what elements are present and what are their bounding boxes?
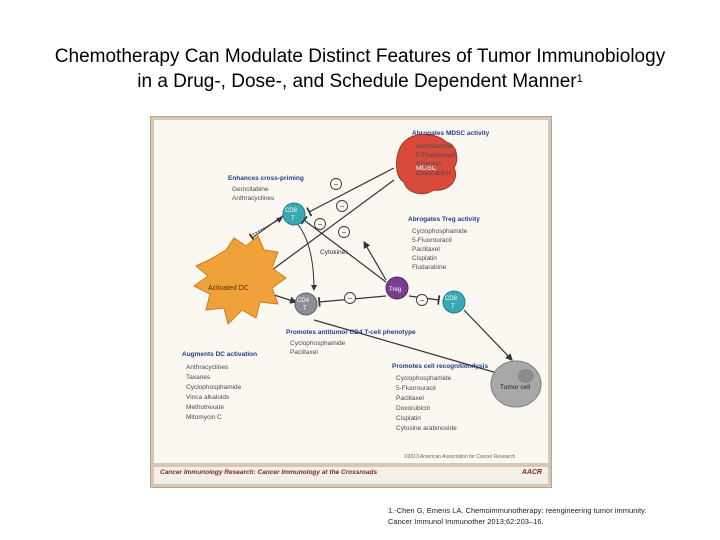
- activated-dc-cell: [194, 236, 286, 324]
- group-dc-item: Anthracyclines: [186, 364, 229, 371]
- group-dc-heading: Augments DC activation: [182, 351, 257, 358]
- copyright-notice: ©2013 American Association for Cancer Re…: [404, 453, 515, 460]
- group-mdsc-item: 5-Fluorouracil: [416, 152, 456, 159]
- slide-title-line-2-text: in a Drug-, Dose-, and Schedule Dependen…: [137, 71, 576, 92]
- citation: 1.-Chen G, Emens LA. Chemoimmunotherapy:…: [388, 505, 718, 527]
- group-treg-item: Paclitaxel: [412, 246, 440, 253]
- group-cross-priming-heading: Enhances cross-priming: [228, 175, 304, 182]
- aacr-logo: AACR: [522, 469, 542, 476]
- group-treg-heading: Abrogates Treg activity: [408, 216, 480, 223]
- group-cd4: Promotes antitumor CD4 T-cell phenotype …: [286, 329, 416, 356]
- immunobiology-figure: MDSC Activated DC CD8 T CD4 T Treg CD8 T…: [150, 116, 552, 488]
- figure-diagram: MDSC Activated DC CD8 T CD4 T Treg CD8 T…: [154, 120, 548, 463]
- cd4-label-a: CD4: [297, 298, 310, 304]
- group-cross-priming-item: Gemcitabine: [232, 186, 269, 193]
- group-cross-priming: Enhances cross-priming Gemcitabine Anthr…: [228, 175, 304, 202]
- minus-sign-4: −: [348, 294, 353, 303]
- treg-label: Treg: [389, 287, 401, 293]
- minus-sign-6: −: [342, 228, 347, 237]
- cd8-left-label-a: CD8: [285, 208, 298, 214]
- group-dc-item: Cyclophosphamide: [186, 384, 242, 391]
- group-recognition-item: Cisplatin: [396, 415, 421, 422]
- cytokines-label: Cytokines: [320, 249, 349, 256]
- minus-sign-2: −: [340, 202, 345, 211]
- slide-title-line-1: Chemotherapy Can Modulate Distinct Featu…: [0, 44, 720, 69]
- edge-cd8-dc: [252, 215, 284, 238]
- cd4-label-b: T: [303, 306, 307, 312]
- group-dc-item: Vinca alkaloids: [186, 394, 230, 401]
- tumor-cell-label: Tumor cell: [500, 384, 531, 391]
- group-cd4-heading: Promotes antitumor CD4 T-cell phenotype: [286, 329, 416, 336]
- group-treg-item: Fludarabine: [412, 264, 447, 271]
- group-dc-item: Mitomycin C: [186, 414, 222, 421]
- minus-sign-3: −: [318, 220, 323, 229]
- edge-mdsc-dc: [272, 180, 394, 270]
- group-mdsc-heading: Abrogates MDSC activity: [412, 130, 490, 137]
- group-dc: Augments DC activation Anthracyclines Ta…: [182, 351, 257, 421]
- group-treg-item: 5-Fluorouracil: [412, 237, 452, 244]
- footnote-marker: 1: [577, 73, 583, 85]
- minus-sign-1: −: [334, 180, 339, 189]
- group-treg: Abrogates Treg activity Cyclophosphamide…: [408, 216, 480, 271]
- group-recognition-heading: Promotes cell recognition/lysis: [392, 363, 488, 370]
- group-recognition-item: 5-Fluorouracil: [396, 385, 436, 392]
- figure-footer-bar: Cancer Immunology Research: Cancer Immun…: [154, 467, 548, 484]
- group-treg-item: Cyclophosphamide: [412, 228, 468, 235]
- figure-panel: MDSC Activated DC CD8 T CD4 T Treg CD8 T…: [154, 120, 548, 463]
- cd8-right-label-a: CD8: [445, 296, 458, 302]
- group-treg-item: Cisplatin: [412, 255, 437, 262]
- cd8-right-label-b: T: [451, 304, 455, 310]
- group-recognition-item: Cyclophosphamide: [396, 375, 452, 382]
- cd8-left-label-b: T: [291, 216, 295, 222]
- figure-footer-caption: Cancer Immunology Research: Cancer Immun…: [160, 469, 377, 476]
- group-recognition-item: Cytosine arabinoside: [396, 425, 457, 432]
- activated-dc-label: Activated DC: [208, 285, 249, 292]
- minus-sign-5: −: [420, 296, 425, 305]
- group-dc-item: Taxanes: [186, 374, 211, 381]
- group-recognition: Promotes cell recognition/lysis Cyclopho…: [392, 363, 488, 432]
- group-recognition-item: Paclitaxel: [396, 395, 424, 402]
- edge-cd8r-tumor: [464, 310, 512, 360]
- slide-title-line-2: in a Drug-, Dose-, and Schedule Dependen…: [0, 69, 720, 94]
- group-mdsc-item: Cisplatin: [416, 161, 441, 168]
- group-mdsc-item: Gemcitabine: [416, 143, 453, 150]
- group-cross-priming-item: Anthracyclines: [232, 195, 275, 202]
- edge-cytokines-loop: [294, 220, 314, 290]
- edge-dc-cd8: [250, 218, 282, 236]
- group-dc-item: Methotrexate: [186, 404, 224, 411]
- group-mdsc-item: Doxorubicin: [416, 170, 451, 177]
- citation-line-2: Cancer Immunol Immunother 2013;62:203–16…: [388, 516, 718, 527]
- citation-line-1: 1.-Chen G, Emens LA. Chemoimmunotherapy:…: [388, 505, 718, 516]
- group-recognition-item: Doxorubicin: [396, 405, 431, 412]
- group-cd4-item: Cyclophosphamide: [290, 340, 346, 347]
- tumor-nucleus: [518, 369, 534, 383]
- group-cd4-item: Paclitaxel: [290, 349, 318, 356]
